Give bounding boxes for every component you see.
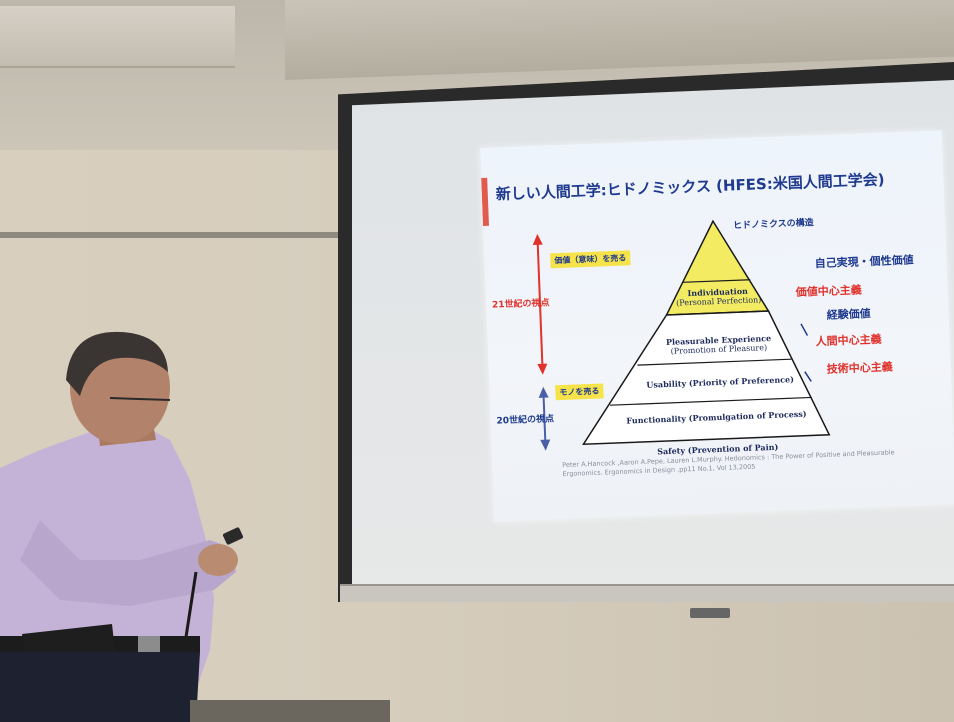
level-divider <box>609 396 812 406</box>
wall-rail <box>0 232 360 238</box>
table-edge <box>190 700 390 722</box>
arrow-21c-shaft <box>536 240 544 368</box>
arrow-down-icon <box>537 363 548 375</box>
level-divider <box>666 310 769 316</box>
label-21st-century: 21世紀の視点 <box>491 298 550 311</box>
arrow-up-icon <box>538 386 549 398</box>
screen-pull-handle <box>690 608 730 618</box>
screen-bottom-bar <box>340 584 954 602</box>
arrow-up-icon <box>532 233 543 246</box>
label-experience-value: 経験価値 <box>826 307 871 322</box>
level-individuation: Individuation (Personal Perfection) <box>676 285 762 308</box>
right-arrow-icon <box>800 323 809 336</box>
pyramid-diagram <box>532 219 831 451</box>
label-value-centered: 価値中心主義 <box>795 283 862 299</box>
level-divider <box>637 358 792 366</box>
label-tech-centered: 技術中心主義 <box>826 360 893 376</box>
level-divider <box>682 279 751 283</box>
right-arrow-icon <box>804 371 812 382</box>
arrow-down-icon <box>540 439 551 451</box>
tag-sell-things: モノを売る <box>555 383 604 401</box>
arrow-20c-shaft <box>542 393 547 444</box>
label-20th-century: 20世紀の視点 <box>496 414 555 427</box>
ceiling-vent <box>0 6 235 68</box>
projected-slide: 新しい人間工学:ヒドノミックス (HFES:米国人間工学会) ヒドノミクスの構造… <box>480 130 954 522</box>
label-human-centered: 人間中心主義 <box>815 332 882 349</box>
tag-sell-value: 価値（意味）を売る <box>550 250 631 269</box>
